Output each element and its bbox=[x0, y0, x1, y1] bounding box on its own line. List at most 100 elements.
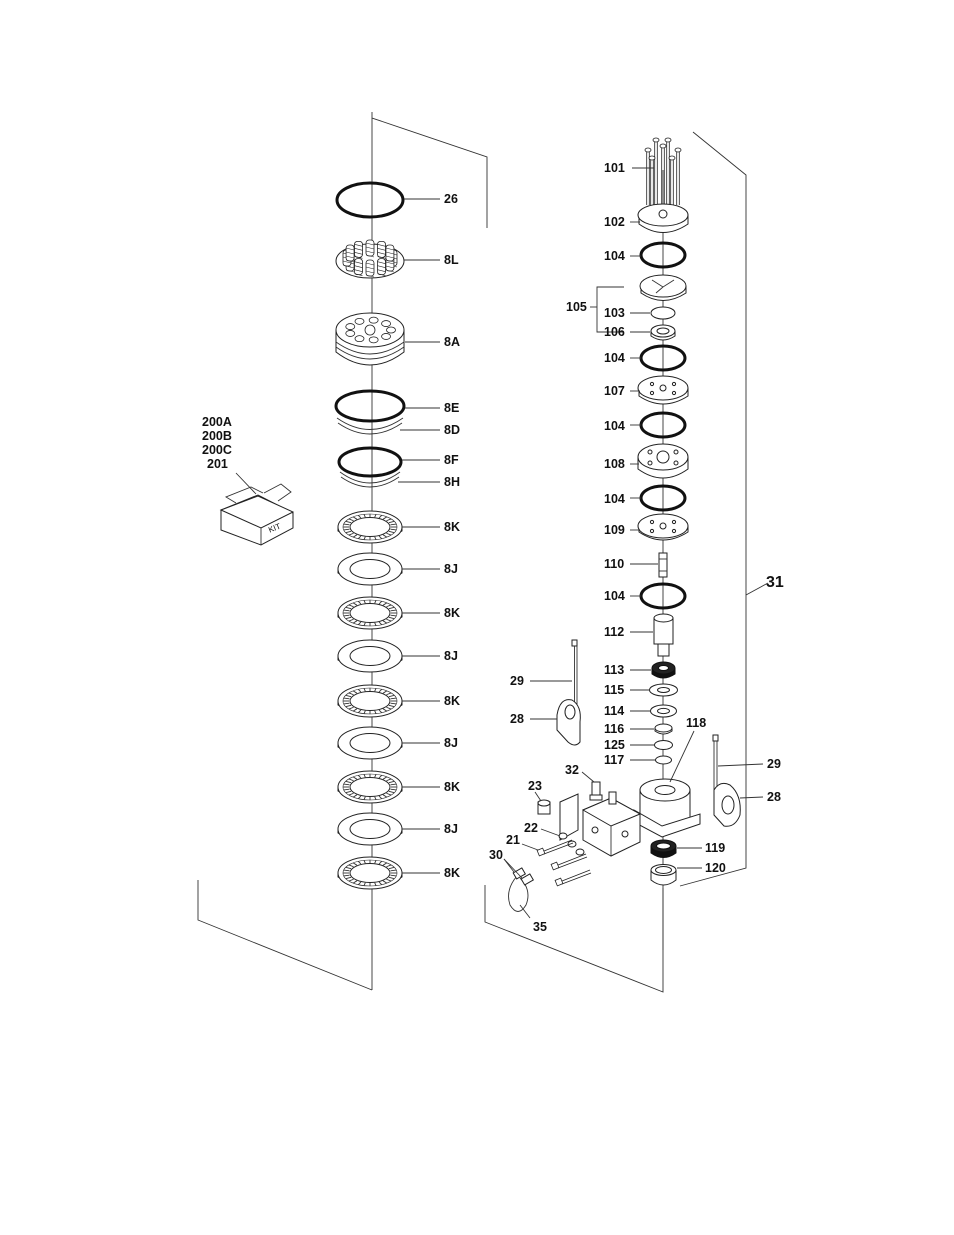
label-8K-2: 8K bbox=[444, 606, 460, 620]
washer-8K bbox=[337, 856, 440, 890]
part-8L-springs bbox=[335, 239, 440, 279]
part-119-seal bbox=[650, 839, 702, 858]
part-106-bearing bbox=[630, 324, 676, 341]
part-117-ring bbox=[630, 755, 672, 765]
bolt bbox=[652, 137, 660, 205]
label-8K-3: 8K bbox=[444, 694, 460, 708]
part-8D-backup-ring bbox=[336, 417, 440, 435]
label-110: 110 bbox=[604, 557, 624, 571]
label-125: 125 bbox=[604, 738, 625, 752]
label-113: 113 bbox=[604, 663, 624, 677]
kit-labels: 200A 200B 200C 201 bbox=[202, 415, 232, 471]
part-102-end-cap bbox=[630, 203, 689, 233]
piston-bore bbox=[368, 336, 379, 344]
part-115-thrust-bearing bbox=[630, 683, 678, 697]
part-28-bracket-left bbox=[530, 699, 581, 746]
label-29-right: 29 bbox=[767, 757, 781, 771]
washer-8J bbox=[337, 812, 440, 846]
thrust-washer-stack bbox=[337, 510, 440, 890]
label-104-3: 104 bbox=[604, 419, 625, 433]
label-116: 116 bbox=[604, 722, 624, 736]
part-120-bushing bbox=[650, 864, 702, 886]
spring-coil bbox=[365, 239, 375, 258]
part-8A-piston bbox=[335, 312, 440, 366]
part-116-ring bbox=[630, 723, 673, 735]
kit-label-201: 201 bbox=[207, 457, 228, 471]
label-8J-4: 8J bbox=[444, 822, 458, 836]
label-8A: 8A bbox=[444, 335, 460, 349]
label-106: 106 bbox=[604, 325, 625, 339]
part-103-ring bbox=[630, 306, 676, 320]
label-114: 114 bbox=[604, 704, 624, 718]
label-104-1: 104 bbox=[604, 249, 625, 263]
label-8E: 8E bbox=[444, 401, 459, 415]
label-26: 26 bbox=[444, 192, 458, 206]
part-21-bolts bbox=[521, 839, 592, 887]
left-stack-labels: 26 8L 8A 8E 8D 8F 8H 8K 8J 8K 8J 8K 8J 8… bbox=[444, 192, 460, 880]
kit-box-text: KIT bbox=[267, 522, 282, 535]
label-8J-2: 8J bbox=[444, 649, 458, 663]
part-108-gerotor-housing bbox=[630, 443, 689, 479]
washer-8K bbox=[337, 596, 440, 630]
label-32: 32 bbox=[565, 763, 579, 777]
label-112: 112 bbox=[604, 625, 624, 639]
bolt bbox=[668, 155, 676, 205]
piston-bore bbox=[386, 326, 396, 334]
bolt bbox=[659, 143, 667, 205]
label-8L: 8L bbox=[444, 253, 459, 267]
label-8K-4: 8K bbox=[444, 780, 460, 794]
label-107: 107 bbox=[604, 384, 625, 398]
label-105: 105 bbox=[566, 300, 587, 314]
label-108: 108 bbox=[604, 457, 625, 471]
part-26-o-ring bbox=[335, 181, 440, 219]
piston-center-bore bbox=[364, 324, 376, 336]
label-119: 119 bbox=[705, 841, 725, 855]
label-35: 35 bbox=[533, 920, 547, 934]
piston-bore bbox=[381, 320, 391, 327]
part-8F-seal-ring bbox=[337, 446, 440, 478]
kit-box: KIT bbox=[219, 472, 295, 546]
label-115: 115 bbox=[604, 683, 624, 697]
label-28-right: 28 bbox=[767, 790, 781, 804]
bolt bbox=[550, 853, 588, 871]
part-104-o-ring-1 bbox=[630, 241, 687, 269]
label-103: 103 bbox=[604, 306, 625, 320]
right-stack-labels: 101 102 104 105 103 106 104 107 104 108 … bbox=[566, 161, 726, 875]
label-109: 109 bbox=[604, 523, 625, 537]
label-8K-1: 8K bbox=[444, 520, 460, 534]
spring-coil bbox=[354, 258, 363, 276]
label-101: 101 bbox=[604, 161, 625, 175]
label-104-2: 104 bbox=[604, 351, 625, 365]
label-8J-3: 8J bbox=[444, 736, 458, 750]
part-8H-backup-ring bbox=[339, 471, 440, 488]
bolt bbox=[554, 869, 592, 887]
kit-label-200C: 200C bbox=[202, 443, 232, 457]
label-21: 21 bbox=[506, 833, 520, 847]
washer-8J bbox=[337, 726, 440, 760]
part-104-o-ring-3 bbox=[630, 411, 687, 439]
label-8J-1: 8J bbox=[444, 562, 458, 576]
part-22-washers bbox=[540, 828, 585, 856]
piston-bore bbox=[381, 333, 391, 340]
label-118: 118 bbox=[686, 716, 706, 730]
part-104-o-ring-4 bbox=[630, 484, 687, 512]
label-8K-5: 8K bbox=[444, 866, 460, 880]
bolt bbox=[664, 137, 672, 205]
label-30: 30 bbox=[489, 848, 503, 862]
label-8D: 8D bbox=[444, 423, 460, 437]
label-104-4: 104 bbox=[604, 492, 625, 506]
valve-block bbox=[559, 793, 642, 857]
washer-8J bbox=[337, 552, 440, 586]
spring-coil bbox=[377, 240, 386, 259]
kit-label-200A: 200A bbox=[202, 415, 232, 429]
spring-coil bbox=[365, 259, 375, 278]
part-28-bracket-right bbox=[713, 782, 764, 827]
spring-coil bbox=[377, 258, 386, 276]
part-101-bolts bbox=[632, 137, 682, 205]
label-104-5: 104 bbox=[604, 589, 625, 603]
washer-8K bbox=[337, 510, 440, 544]
bolt bbox=[648, 155, 656, 205]
spring-coil bbox=[345, 244, 355, 263]
label-31-assembly: 31 bbox=[766, 574, 784, 591]
side-part-labels: 29 28 29 28 32 23 22 21 30 35 31 bbox=[489, 574, 784, 934]
